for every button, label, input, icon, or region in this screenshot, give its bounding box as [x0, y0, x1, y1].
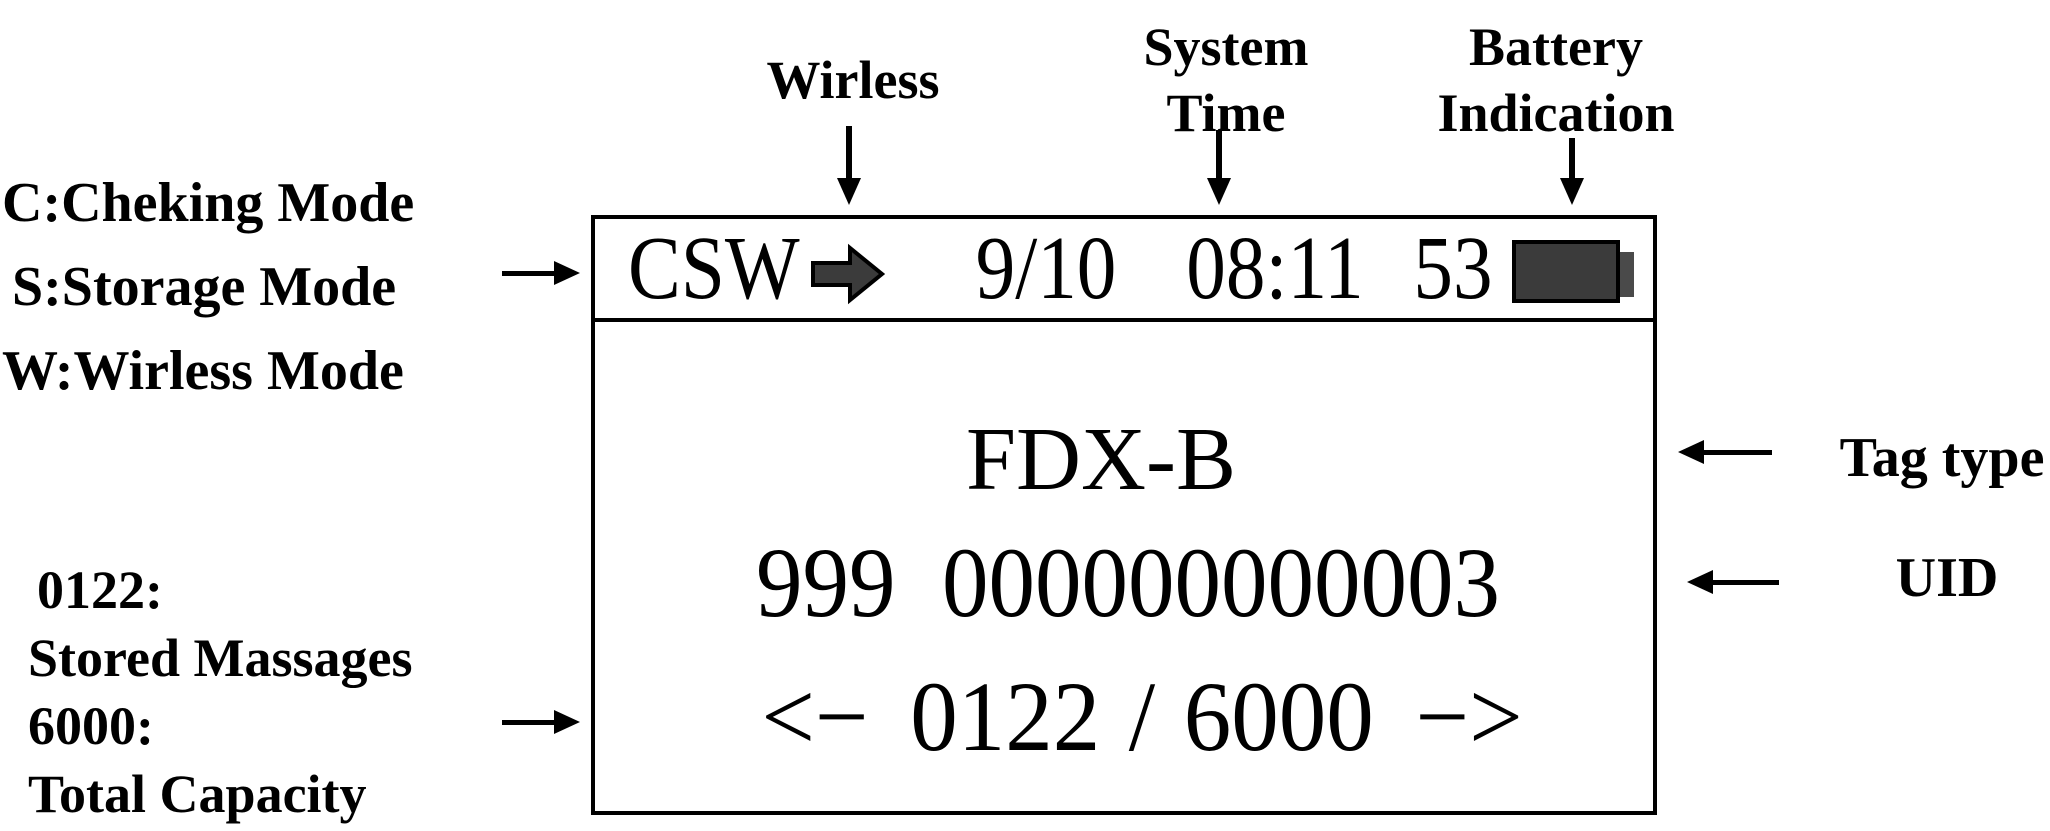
wireless-status-icon: [811, 243, 885, 305]
total-capacity-count: 6000: [1183, 661, 1374, 772]
mode-legend-checking: C:Cheking Mode: [2, 172, 415, 234]
tag-type-callout-label: Tag type: [1839, 427, 2045, 489]
system-time-callout-label: System Time: [1144, 14, 1309, 146]
reader-lcd-display: CSW 9/10 08:11 53 FDX-B 999 000000000003…: [591, 215, 1657, 815]
uid-callout-label: UID: [1895, 547, 1999, 609]
storage-legend: 0122: Stored Massages 6000: Total Capaci…: [28, 556, 413, 828]
previous-record-arrow: <−: [761, 661, 869, 772]
tag-type-value: FDX-B: [965, 410, 1237, 509]
mode-legend-wireless: W:Wirless Mode: [2, 340, 404, 402]
mode-legend: C:Cheking Mode S:Storage Mode W:Wirless …: [2, 161, 414, 413]
mode-indicator: CSW: [628, 219, 800, 318]
uid-national-id: 000000000003: [942, 527, 1500, 638]
battery-callout-label: Battery Indication: [1437, 14, 1674, 146]
system-time-callout-line1: System: [1143, 17, 1309, 77]
uid-value: 999 000000000003: [756, 533, 1500, 633]
record-counter: <− 0122 / 6000 −>: [761, 667, 1522, 767]
system-time-callout-line2: Time: [1166, 83, 1286, 143]
status-bar: CSW 9/10 08:11 53: [595, 219, 1653, 322]
battery-callout-line2: Indication: [1437, 83, 1675, 143]
stored-records-count: 0122: [910, 661, 1101, 772]
next-record-arrow: −>: [1415, 661, 1523, 772]
wireless-callout-label: Wirless: [766, 50, 940, 110]
storage-legend-capacity-value: 6000:: [28, 696, 154, 756]
system-time-value: 08:11: [1186, 219, 1364, 318]
battery-icon: [1512, 240, 1620, 303]
storage-legend-capacity-caption: Total Capacity: [28, 764, 367, 824]
battery-percent-value: 53: [1413, 219, 1493, 318]
storage-legend-stored-value: 0122:: [37, 560, 163, 620]
battery-icon-terminal: [1620, 252, 1634, 297]
storage-legend-stored-caption: Stored Massages: [28, 628, 413, 688]
uid-country-code: 999: [756, 527, 896, 638]
system-date-value: 9/10: [975, 219, 1117, 318]
mode-legend-storage: S:Storage Mode: [12, 256, 397, 318]
counter-divider: /: [1128, 661, 1156, 772]
battery-callout-line1: Battery: [1469, 17, 1643, 77]
